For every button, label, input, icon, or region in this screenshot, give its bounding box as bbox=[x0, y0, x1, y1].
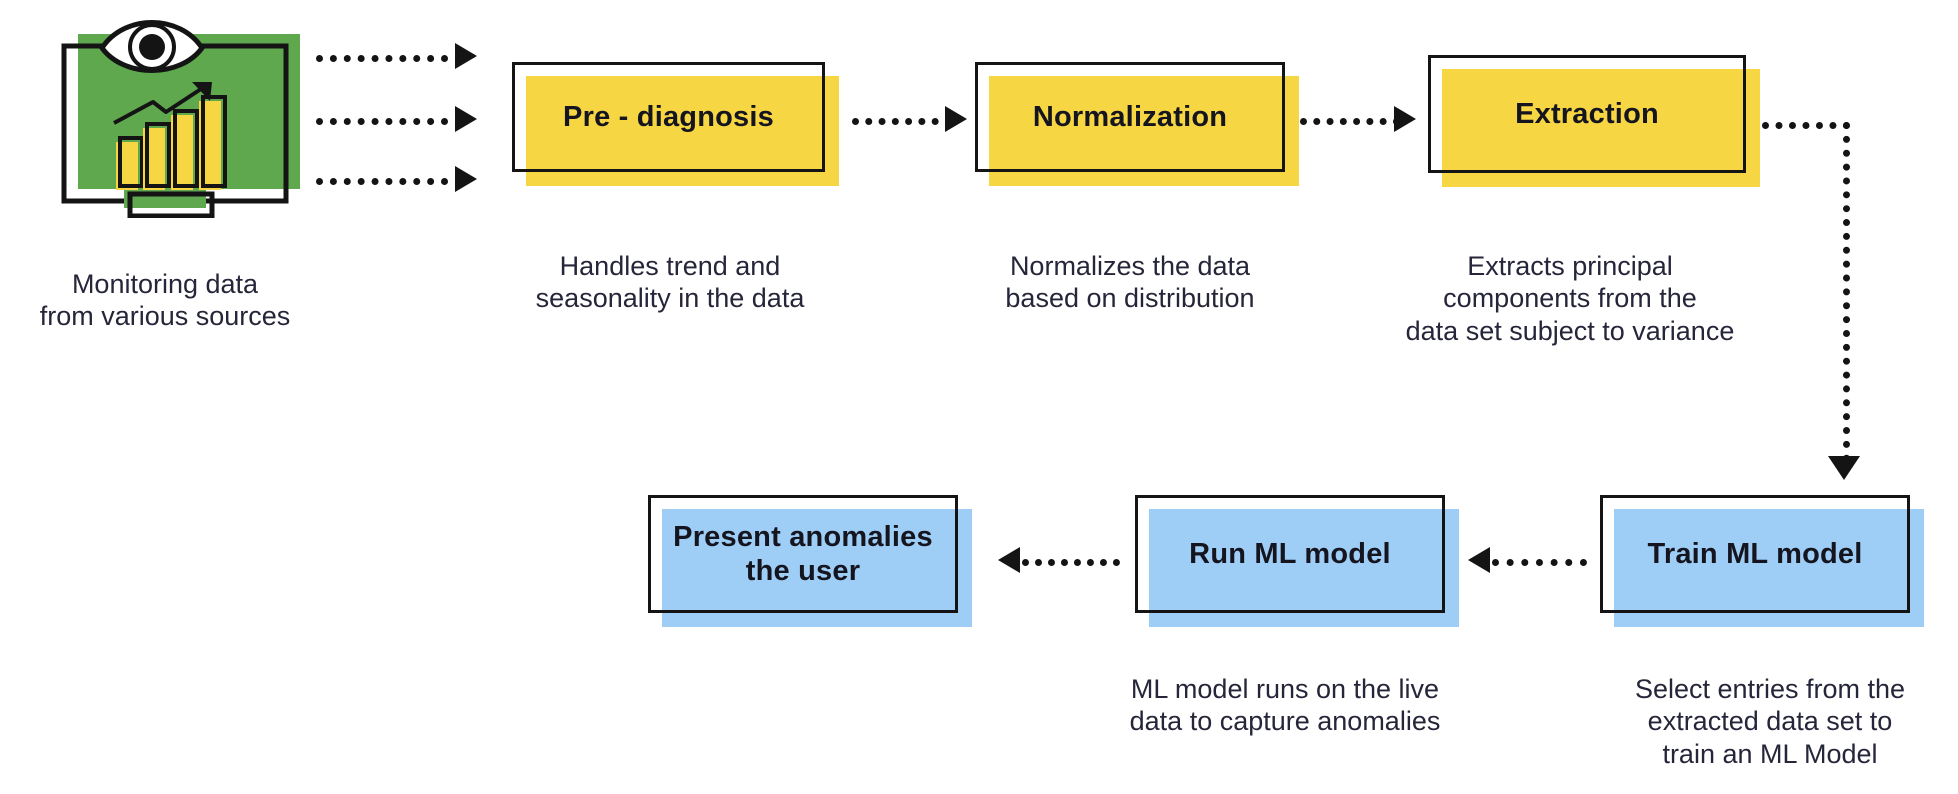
process-box-normalization[interactable]: Normalization bbox=[975, 62, 1299, 186]
connector-extraction-to-train-vertical bbox=[1843, 122, 1850, 462]
process-caption-run-ml-model: ML model runs on the live data to captur… bbox=[1129, 674, 1441, 737]
connector-normalization-to-extraction bbox=[1300, 118, 1400, 125]
process-box-run-ml-model-outline bbox=[1135, 495, 1445, 613]
process-box-extraction[interactable]: Extraction bbox=[1428, 55, 1760, 187]
process-box-train-ml-model-fill bbox=[1614, 509, 1924, 627]
connector-source-to-prediagnosis-1-arrowhead bbox=[455, 43, 477, 69]
process-box-pre-diagnosis-label: Pre - diagnosis bbox=[563, 100, 774, 133]
process-box-pre-diagnosis-fill bbox=[526, 76, 839, 186]
process-box-extraction-outline bbox=[1428, 55, 1746, 173]
process-box-extraction-fill bbox=[1442, 69, 1760, 187]
connector-prediagnosis-to-normalization-arrowhead bbox=[945, 106, 967, 132]
process-box-normalization-label: Normalization bbox=[1032, 100, 1228, 133]
process-box-extraction-label: Extraction bbox=[1515, 97, 1659, 130]
process-box-present-anomalies[interactable]: Present anomalies the user bbox=[648, 495, 972, 627]
connector-source-to-prediagnosis-2-arrowhead bbox=[455, 106, 477, 132]
connector-train-to-run-arrowhead bbox=[1468, 547, 1490, 573]
source-caption: Monitoring data from various sources bbox=[39, 269, 291, 332]
connector-normalization-to-extraction-arrowhead bbox=[1394, 106, 1416, 132]
connector-prediagnosis-to-normalization bbox=[852, 118, 952, 125]
connector-run-to-present bbox=[1022, 559, 1120, 566]
connector-extraction-to-train-horizontal bbox=[1762, 122, 1850, 129]
process-box-pre-diagnosis-outline bbox=[512, 62, 825, 172]
monitoring-screen-with-eye-icon bbox=[20, 8, 310, 219]
process-box-train-ml-model[interactable]: Train ML model bbox=[1600, 495, 1924, 627]
connector-source-to-prediagnosis-3-arrowhead bbox=[455, 166, 477, 192]
process-box-run-ml-model-fill bbox=[1149, 509, 1459, 627]
connector-run-to-present-arrowhead bbox=[998, 547, 1020, 573]
process-box-pre-diagnosis[interactable]: Pre - diagnosis bbox=[512, 62, 839, 186]
process-caption-extraction: Extracts principal components from the d… bbox=[1405, 251, 1735, 346]
process-caption-normalization: Normalizes the data based on distributio… bbox=[1005, 251, 1255, 314]
connector-source-to-prediagnosis-3 bbox=[316, 178, 462, 185]
process-caption-pre-diagnosis: Handles trend and seasonality in the dat… bbox=[535, 251, 805, 314]
process-box-run-ml-model[interactable]: Run ML model bbox=[1135, 495, 1459, 627]
connector-train-to-run bbox=[1492, 559, 1587, 566]
connector-source-to-prediagnosis-1 bbox=[316, 55, 462, 62]
process-box-present-anomalies-label: Present anomalies the user bbox=[673, 520, 933, 587]
process-box-present-anomalies-outline bbox=[648, 495, 958, 613]
process-caption-train-ml-model: Select entries from the extracted data s… bbox=[1634, 674, 1906, 769]
connector-extraction-to-train-arrowhead bbox=[1828, 456, 1860, 480]
process-box-normalization-outline bbox=[975, 62, 1285, 172]
connector-source-to-prediagnosis-2 bbox=[316, 118, 462, 125]
process-box-present-anomalies-fill bbox=[662, 509, 972, 627]
process-box-run-ml-model-label: Run ML model bbox=[1189, 537, 1391, 570]
process-box-train-ml-model-label: Train ML model bbox=[1647, 537, 1863, 570]
process-box-train-ml-model-outline bbox=[1600, 495, 1910, 613]
process-box-normalization-fill bbox=[989, 76, 1299, 186]
